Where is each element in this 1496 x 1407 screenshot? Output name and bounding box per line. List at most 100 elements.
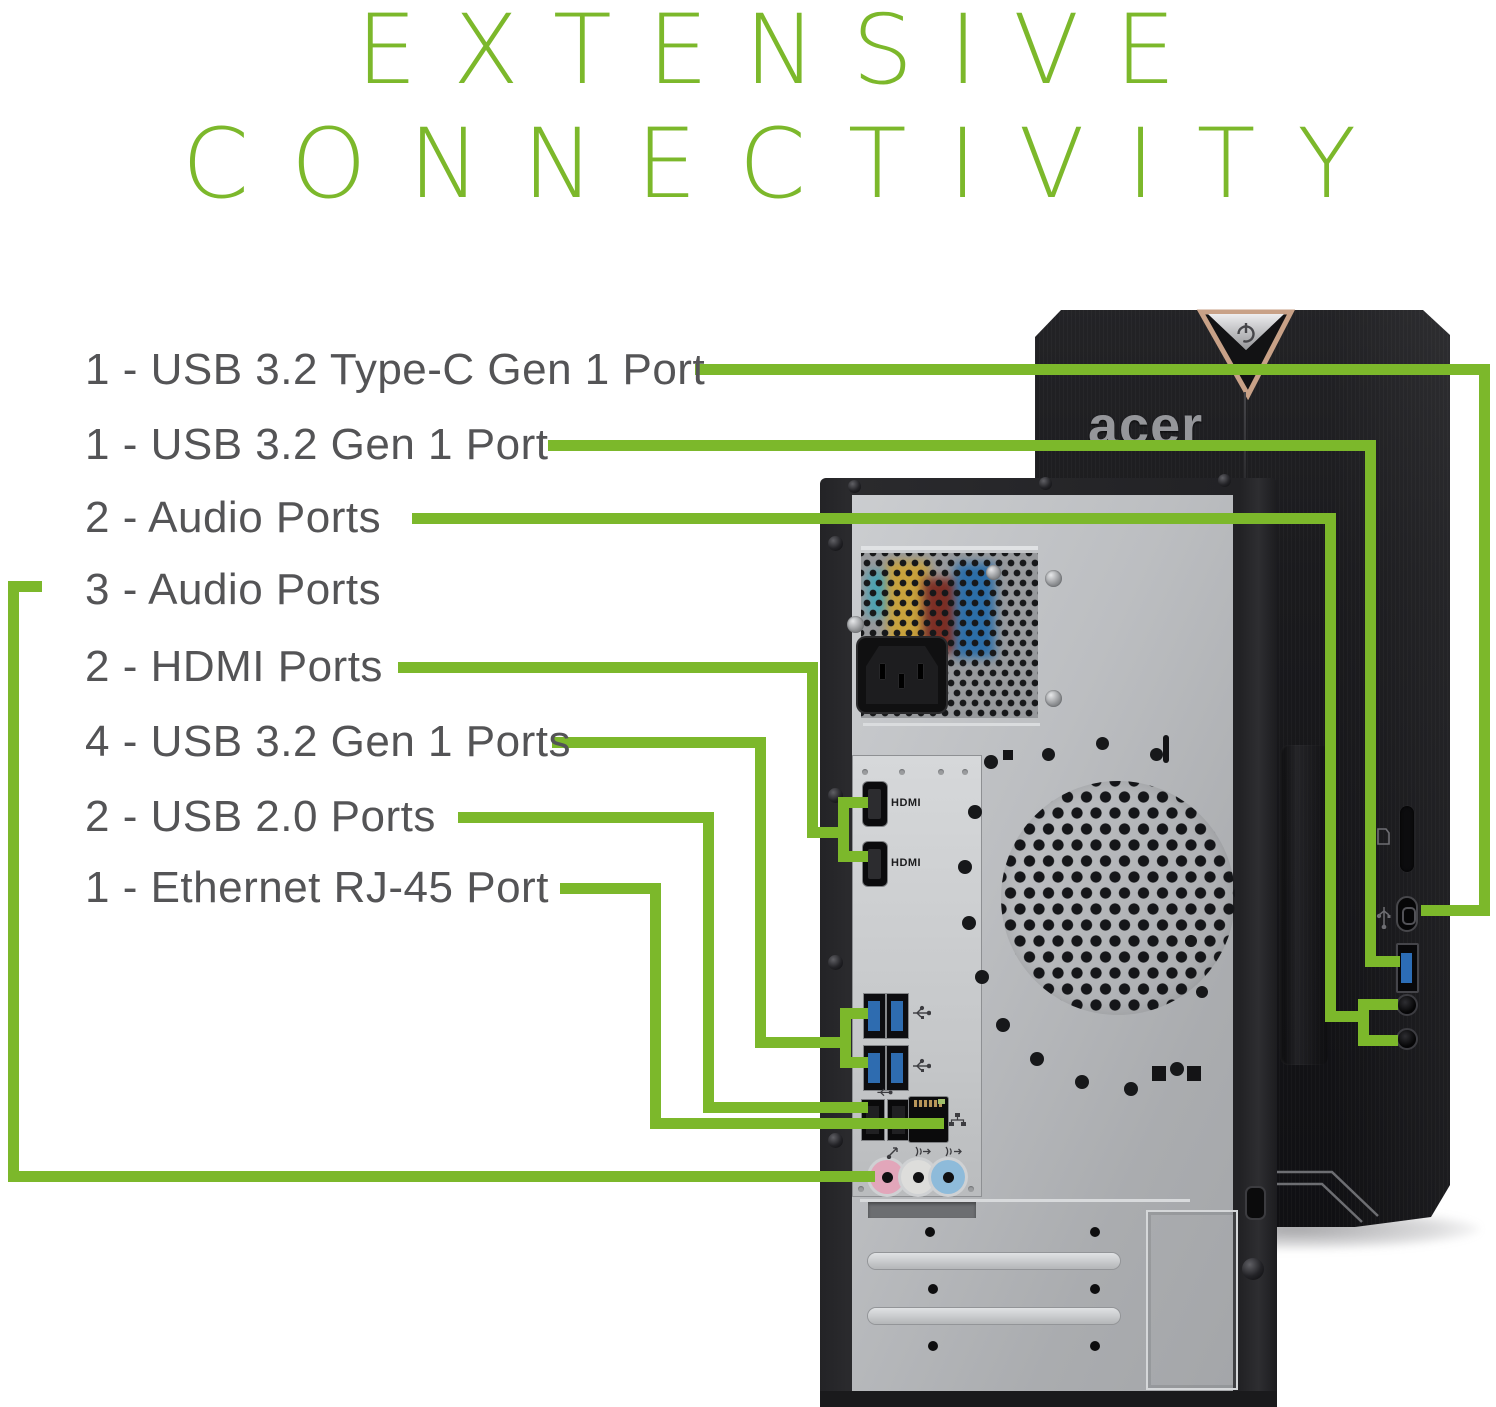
- card-retention-bracket: [1146, 1210, 1238, 1390]
- callout-segment: [851, 1057, 868, 1068]
- usb-icon: [877, 1088, 893, 1097]
- inlet-pin: [899, 674, 904, 688]
- psu-seam: [861, 546, 1038, 550]
- vent-hole: [1042, 748, 1055, 761]
- usb3-port: [887, 994, 908, 1038]
- vent-hole: [984, 755, 998, 769]
- line-in-jack-rear: [901, 1160, 935, 1194]
- headphone-jack-front: [1396, 994, 1418, 1016]
- rivet: [968, 1186, 974, 1192]
- vent-cutout: [1152, 1066, 1166, 1081]
- callout-segment: [548, 440, 1376, 451]
- psu-screw: [1045, 690, 1062, 707]
- callout-segment: [458, 812, 714, 823]
- inlet-pin: [880, 664, 885, 679]
- callout-segment: [1421, 905, 1490, 916]
- vent-hole: [1185, 935, 1197, 947]
- tower-stand: [1266, 1170, 1379, 1223]
- usb-a-port-front: [1396, 943, 1419, 993]
- rear-case-bottom-edge: [820, 1391, 1277, 1407]
- vent-cutout: [1163, 735, 1169, 763]
- line-out-jack-rear: [931, 1160, 965, 1194]
- sd-card-icon: [1377, 828, 1390, 845]
- rivet: [858, 1186, 864, 1192]
- ethernet-icon: [949, 1113, 966, 1126]
- case-screw: [828, 1133, 843, 1148]
- vent-hole: [1150, 748, 1163, 761]
- callout-segment: [755, 1037, 851, 1048]
- vent-hole: [1030, 1052, 1044, 1066]
- callout-segment: [650, 1118, 944, 1129]
- callout-segment: [1370, 956, 1400, 967]
- case-screw: [848, 480, 861, 493]
- label-usb-32-gen1-rear: 4 - USB 3.2 Gen 1 Ports: [85, 717, 571, 766]
- microphone-icon: [886, 1147, 898, 1159]
- label-hdmi-ports: 2 - HDMI Ports: [85, 642, 383, 691]
- callout-segment: [849, 797, 868, 808]
- case-screw: [828, 955, 843, 970]
- usb3-port: [864, 1046, 885, 1090]
- hdmi-port-label: HDMI: [891, 857, 922, 869]
- label-usb-type-c: 1 - USB 3.2 Type-C Gen 1 Port: [85, 345, 706, 394]
- rivet: [962, 769, 968, 775]
- callout-segment: [398, 662, 818, 673]
- screw-hole: [928, 1341, 938, 1351]
- callout-segment: [851, 1008, 868, 1019]
- vent-hole: [1196, 986, 1208, 998]
- line-in-icon: [915, 1146, 931, 1157]
- callout-segment: [703, 812, 714, 1113]
- usb3-port: [887, 1046, 908, 1090]
- callout-segment: [1479, 364, 1490, 916]
- case-screw: [1242, 1258, 1264, 1280]
- callout-segment: [1358, 999, 1369, 1046]
- hdmi-port-2: [863, 842, 887, 886]
- line-out-icon: [945, 1146, 962, 1157]
- callout-segment: [560, 883, 661, 894]
- rivet: [899, 769, 905, 775]
- sd-card-slot: [1400, 806, 1414, 872]
- callout-segment: [703, 1102, 868, 1113]
- callout-segment: [807, 662, 818, 838]
- hdmi-port-label: HDMI: [891, 797, 922, 809]
- callout-segment: [552, 737, 766, 748]
- vent-hole: [1124, 1082, 1138, 1096]
- expansion-slot-cover: [868, 1308, 1120, 1324]
- callout-segment: [838, 797, 849, 862]
- callout-segment: [1325, 513, 1336, 1022]
- callout-segment: [650, 883, 661, 1129]
- power-inlet: [858, 638, 946, 712]
- vent-hole: [975, 970, 989, 984]
- label-ethernet-port: 1 - Ethernet RJ-45 Port: [85, 863, 549, 912]
- side-highlight: [1330, 310, 1450, 1227]
- callout-segment: [1325, 1011, 1369, 1022]
- label-usb-32-gen1-front: 1 - USB 3.2 Gen 1 Port: [85, 420, 549, 469]
- callout-segment: [695, 364, 1490, 375]
- page-title-line-1: EXTENSIVE: [356, 0, 1212, 106]
- callout-segment: [412, 513, 1336, 524]
- callout-segment: [755, 737, 766, 1048]
- callout-segment: [1365, 440, 1376, 967]
- case-screw: [1218, 474, 1231, 487]
- callout-segment: [849, 851, 868, 862]
- mic-jack-rear: [870, 1160, 904, 1194]
- psu-screw: [1045, 570, 1062, 587]
- case-screw: [828, 536, 843, 551]
- callout-segment: [1369, 1035, 1398, 1046]
- callout-segment: [8, 1171, 875, 1182]
- vent-hole: [1170, 1062, 1184, 1076]
- screw-hole: [1090, 1284, 1100, 1294]
- usb-c-icon: [1376, 907, 1391, 929]
- label-usb-20-ports: 2 - USB 2.0 Ports: [85, 792, 436, 841]
- inlet-pin: [918, 664, 923, 679]
- vent-hole: [1075, 1075, 1089, 1089]
- page-title-line-2: CONNECTIVITY: [181, 108, 1399, 220]
- screw-hole: [1090, 1227, 1100, 1237]
- screw-hole: [1090, 1341, 1100, 1351]
- label-audio-ports-2: 2 - Audio Ports: [85, 493, 382, 542]
- panel-seam: [860, 1199, 1190, 1202]
- label-audio-ports-3: 3 - Audio Ports: [85, 565, 382, 614]
- vent-cutout: [1003, 750, 1013, 760]
- vent-hole: [962, 916, 976, 930]
- case-screw: [1039, 477, 1052, 490]
- rivet: [938, 769, 944, 775]
